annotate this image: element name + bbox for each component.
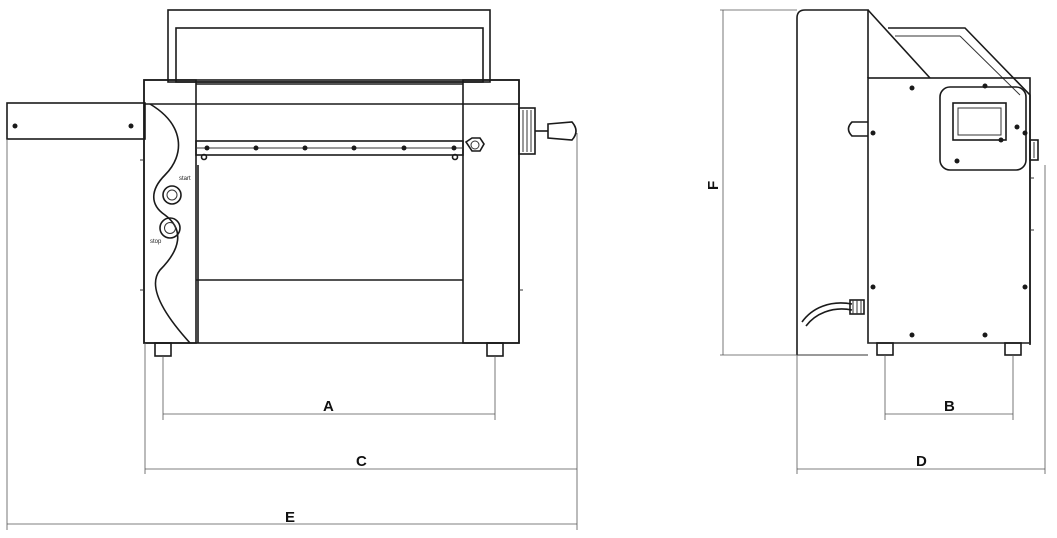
left-extension-arm [6, 102, 146, 140]
power-cable [801, 299, 865, 327]
side-top-back [796, 9, 869, 78]
crank-handle[interactable] [518, 107, 577, 155]
dimension-b: B [884, 355, 1014, 420]
start-button[interactable]: start [162, 176, 191, 205]
left-control-column: start stop [143, 79, 197, 344]
dimension-e: E [6, 139, 577, 530]
dimension-c-label: C [356, 453, 367, 470]
start-label: start [179, 176, 191, 182]
front-view: start stop [6, 9, 578, 530]
control-panel-window [939, 86, 1027, 171]
stop-button[interactable]: stop [150, 217, 181, 245]
dimension-c: C [144, 133, 578, 530]
dimension-a: A [162, 356, 496, 420]
dimension-e-label: E [285, 509, 295, 526]
side-view: B D F [705, 9, 1046, 474]
roller-bar [195, 140, 464, 161]
right-column [462, 79, 520, 344]
dimension-d-label: D [916, 453, 927, 470]
dimension-f-label: F [705, 181, 722, 190]
foot-right [486, 342, 504, 357]
side-hood [867, 9, 1031, 345]
adjust-nut [464, 137, 485, 152]
dimension-b-label: B [944, 398, 955, 415]
stop-label: stop [150, 239, 162, 245]
dimension-d: D [796, 165, 1046, 474]
dimension-a-label: A [323, 398, 334, 415]
dimension-f: F [705, 9, 797, 356]
side-foot-right [1004, 342, 1022, 356]
side-knob [1029, 139, 1039, 231]
foot-left [154, 342, 172, 357]
side-foot-left [876, 342, 894, 356]
side-crank [847, 121, 868, 137]
top-handle [167, 9, 491, 83]
